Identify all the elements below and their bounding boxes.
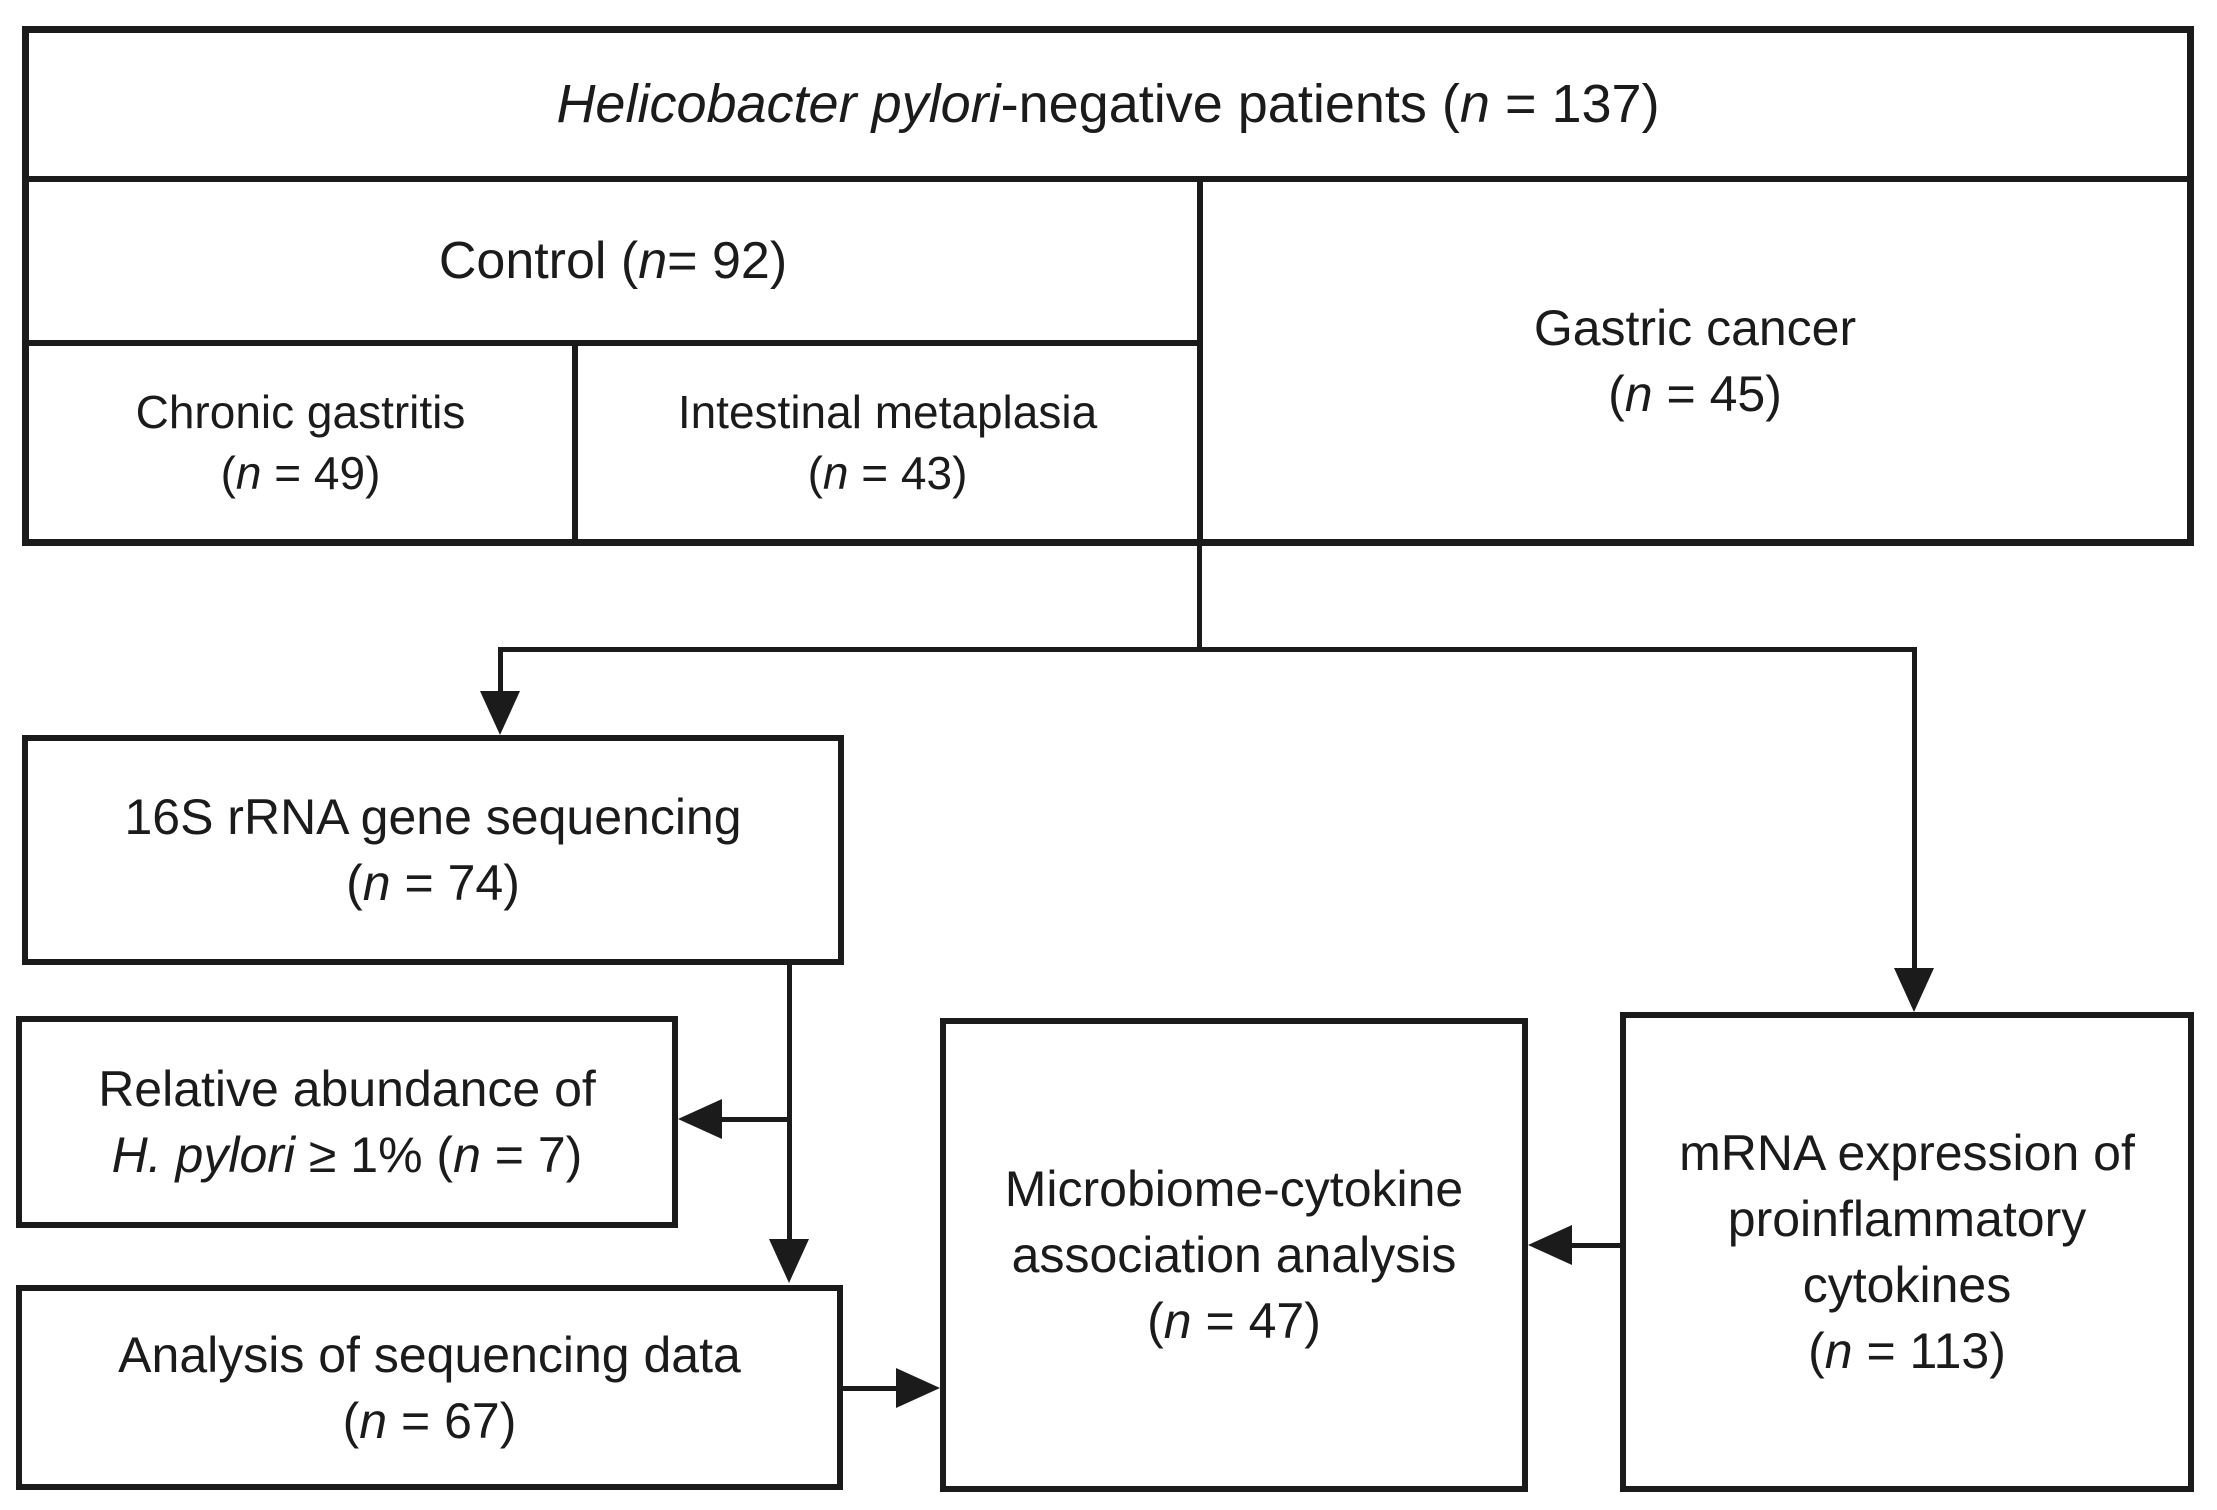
cell-chronic-gastritis: Chronic gastritis (n = 49)	[29, 346, 572, 539]
connector-horizontal	[500, 647, 1917, 652]
mrna-open: (	[1808, 1323, 1825, 1379]
box-16s-sequencing: 16S rRNA gene sequencing (n = 74)	[22, 735, 844, 965]
cell-control: Control (n= 92)	[29, 182, 1197, 340]
mrna-count-line: (n = 113)	[1808, 1318, 2006, 1384]
analysis-count-line: (n = 67)	[343, 1388, 517, 1454]
gastric-n: n	[1624, 365, 1653, 422]
control-n: n	[638, 231, 668, 290]
sequencing-label: 16S rRNA gene sequencing	[124, 789, 742, 845]
mrna-label-2: proinflammatory	[1727, 1191, 2087, 1247]
table-horizontal-divider-control-row	[22, 340, 1203, 346]
connector-left-drop	[498, 647, 503, 695]
arrowhead-down-16s	[480, 691, 520, 735]
abundance-hpylori: H. pylori	[111, 1127, 296, 1183]
mrna-n: n	[1824, 1323, 1853, 1379]
patient-table	[22, 26, 2194, 546]
connector-16s-down	[787, 965, 792, 1243]
arrowhead-right-microbiome	[896, 1368, 940, 1408]
box-relative-abundance: Relative abundance of H. pylori ≥ 1% (n …	[16, 1016, 678, 1228]
gastric-open: (	[1608, 365, 1625, 422]
microbiome-count: = 47)	[1191, 1293, 1321, 1349]
microbiome-count-line: (n = 47)	[1147, 1288, 1321, 1354]
chronic-gastritis-label: Chronic gastritis	[135, 385, 466, 438]
chronic-gastritis-count-line: (n = 49)	[221, 443, 381, 504]
hp-negative-count: = 137)	[1489, 73, 1660, 134]
analysis-open: (	[342, 1392, 360, 1449]
microbiome-label-1: Microbiome-cytokine	[1004, 1161, 1464, 1217]
abundance-n: n	[453, 1127, 481, 1183]
arrowhead-down-analysis	[769, 1239, 809, 1283]
abundance-label: Relative abundance of	[98, 1061, 596, 1117]
table-vertical-divider-gastritis-metaplasia	[572, 346, 578, 546]
connector-table-stem	[1197, 546, 1202, 652]
abundance-count: = 7)	[480, 1127, 583, 1183]
arrowhead-down-mrna	[1894, 968, 1934, 1012]
control-label: Control (n= 92)	[439, 227, 787, 296]
mrna-label-1: mRNA expression of	[1679, 1125, 2135, 1181]
intestinal-count: = 43)	[848, 446, 968, 499]
hp-negative-label: Helicobacter pylori-negative patients (n…	[556, 69, 1659, 140]
cell-gastric-cancer: Gastric cancer (n = 45)	[1203, 182, 2187, 539]
table-header-divider	[22, 176, 2194, 182]
box-analysis-sequencing-data: Analysis of sequencing data (n = 67)	[16, 1285, 843, 1490]
abundance-mid: ≥ 1% (	[295, 1127, 454, 1183]
hp-negative-italic-part: Helicobacter pylori	[556, 73, 1001, 134]
microbiome-n: n	[1163, 1293, 1192, 1349]
cell-hp-negative-patients: Helicobacter pylori-negative patients (n…	[29, 33, 2187, 176]
connector-abundance-branch	[718, 1117, 790, 1122]
box-mrna-expression: mRNA expression of proinflammatory cytok…	[1620, 1012, 2194, 1492]
connector-mrna-left	[1572, 1243, 1620, 1248]
analysis-label: Analysis of sequencing data	[118, 1326, 741, 1383]
intestinal-metaplasia-count-line: (n = 43)	[808, 443, 968, 504]
analysis-n: n	[359, 1392, 388, 1449]
abundance-count-line: H. pylori ≥ 1% (n = 7)	[112, 1122, 583, 1188]
intestinal-open: (	[807, 446, 823, 499]
control-count: = 92)	[667, 231, 788, 290]
sequencing-count: = 74)	[390, 855, 520, 911]
arrowhead-left-microbiome	[1528, 1225, 1572, 1265]
chronic-n: n	[235, 446, 262, 499]
mrna-label-3: cytokines	[1802, 1257, 2012, 1313]
hp-negative-n: n	[1459, 73, 1490, 134]
cell-intestinal-metaplasia: Intestinal metaplasia (n = 43)	[578, 346, 1197, 539]
sequencing-count-line: (n = 74)	[346, 850, 520, 916]
gastric-count: = 45)	[1652, 365, 1782, 422]
connector-analysis-right	[843, 1386, 899, 1391]
chronic-open: (	[220, 446, 236, 499]
intestinal-n: n	[822, 446, 849, 499]
sequencing-n: n	[362, 855, 391, 911]
intestinal-metaplasia-label: Intestinal metaplasia	[677, 385, 1098, 438]
box-microbiome-cytokine: Microbiome-cytokine association analysis…	[940, 1018, 1528, 1492]
table-vertical-divider-control-gastric	[1197, 182, 1203, 546]
microbiome-open: (	[1147, 1293, 1164, 1349]
connector-right-drop	[1912, 647, 1917, 972]
arrowhead-left-abundance	[678, 1099, 722, 1139]
chronic-count: = 49)	[261, 446, 381, 499]
control-pre: Control (	[438, 231, 639, 290]
microbiome-label-2: association analysis	[1011, 1227, 1457, 1283]
mrna-count: = 113)	[1852, 1323, 2006, 1379]
analysis-count: = 67)	[387, 1392, 517, 1449]
hp-negative-rest: -negative patients (	[1000, 73, 1460, 134]
gastric-cancer-label: Gastric cancer	[1533, 299, 1857, 356]
gastric-cancer-count-line: (n = 45)	[1608, 361, 1782, 427]
sequencing-open: (	[346, 855, 363, 911]
